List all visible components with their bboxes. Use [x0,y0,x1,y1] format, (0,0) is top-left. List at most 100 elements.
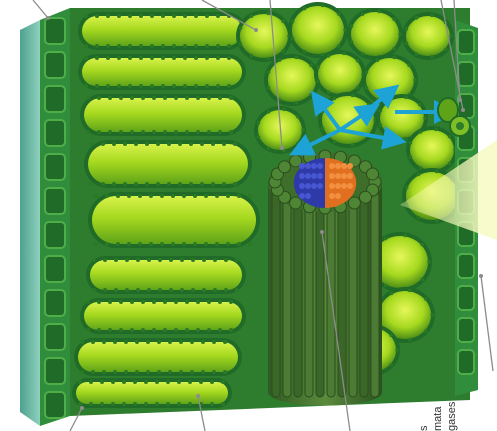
chloroplast [86,300,90,304]
chloroplast [278,58,282,62]
chloroplast [317,65,321,69]
bundle-sheath-cell [290,197,302,209]
chloroplast [86,130,90,134]
palisade-cell [84,98,242,132]
spongy-cell [406,16,450,56]
chloroplast [89,380,93,384]
spongy-cell [240,14,288,58]
pointer-dot [280,146,284,150]
chloroplast [201,340,205,344]
chloroplast [417,173,421,177]
chloroplast [188,402,192,406]
cut-label: s [418,426,430,431]
chloroplast [418,103,422,107]
chloroplast [150,14,154,18]
epidermis-cell [45,154,65,180]
chloroplast [94,242,98,246]
phloem-cell [347,183,353,189]
chloroplast [90,182,94,186]
chloroplast [163,300,167,304]
chloroplast [205,56,209,60]
chloroplast [125,258,129,262]
chloroplast [321,127,325,131]
chloroplast [141,328,145,332]
chloroplast [97,300,101,304]
chloroplast [398,32,402,36]
chloroplast [147,288,151,292]
chloroplast [127,242,131,246]
chloroplast [212,340,216,344]
chloroplast [384,237,388,241]
chloroplast [408,338,412,342]
chloroplast [194,14,198,18]
pointer-dot [196,394,200,398]
chloroplast [125,288,129,292]
chloroplast [239,26,243,30]
chloroplast [309,93,313,97]
chloroplast [415,16,419,20]
chloroplast [333,140,337,144]
chloroplast [78,380,82,384]
chloroplast [389,363,393,367]
chloroplast [155,380,159,384]
bundle-sheath-tube [272,192,280,397]
chloroplast [222,142,226,146]
chloroplast [420,243,424,247]
chloroplast [215,194,219,198]
chloroplast [211,182,215,186]
chloroplast [379,109,383,113]
chloroplast [448,162,452,166]
chloroplast [317,79,321,83]
chloroplast [168,340,172,344]
chloroplast [155,402,159,406]
chloroplast [390,292,394,296]
phloem-cell [329,173,335,179]
chloroplast [124,340,128,344]
chloroplast [163,130,167,134]
chloroplast [409,155,413,159]
bundle-sheath-tube [283,192,291,397]
epidermis-cell [458,254,474,278]
chloroplast [227,56,231,60]
chloroplast [351,94,355,98]
xylem-vessel [299,183,305,189]
chloroplast [216,14,220,18]
bundle-sheath-tube [305,192,313,397]
chloroplast [111,380,115,384]
chloroplast [152,328,156,332]
chloroplast [105,194,109,198]
chloroplast [111,402,115,406]
pointer-dot [46,16,50,20]
chloroplast [333,97,337,101]
chloroplast [248,194,252,198]
chloroplast [427,260,431,264]
chloroplast [213,258,217,262]
chloroplast [101,182,105,186]
chloroplast [257,135,261,139]
epidermis-cell [45,324,65,350]
chloroplast [419,130,423,134]
chloroplast [108,328,112,332]
chloroplast [210,402,214,406]
phloem-cell [335,193,341,199]
epidermis-cell [458,350,474,374]
bundle-sheath-cell [279,161,291,173]
chloroplast [248,242,252,246]
chloroplast [119,328,123,332]
chloroplast [106,44,110,48]
epidermis-cell [45,358,65,384]
chloroplast [117,84,121,88]
chloroplast [172,56,176,60]
xylem-vessel [311,163,317,169]
phloem-cell [347,173,353,179]
chloroplast [239,42,243,46]
chloroplast [221,380,225,384]
chloroplast [138,194,142,198]
chloroplast [207,300,211,304]
chloroplast [114,258,118,262]
chloroplast [145,142,149,146]
chloroplast [392,47,396,51]
chloroplast [395,348,399,352]
chloroplast [133,380,137,384]
